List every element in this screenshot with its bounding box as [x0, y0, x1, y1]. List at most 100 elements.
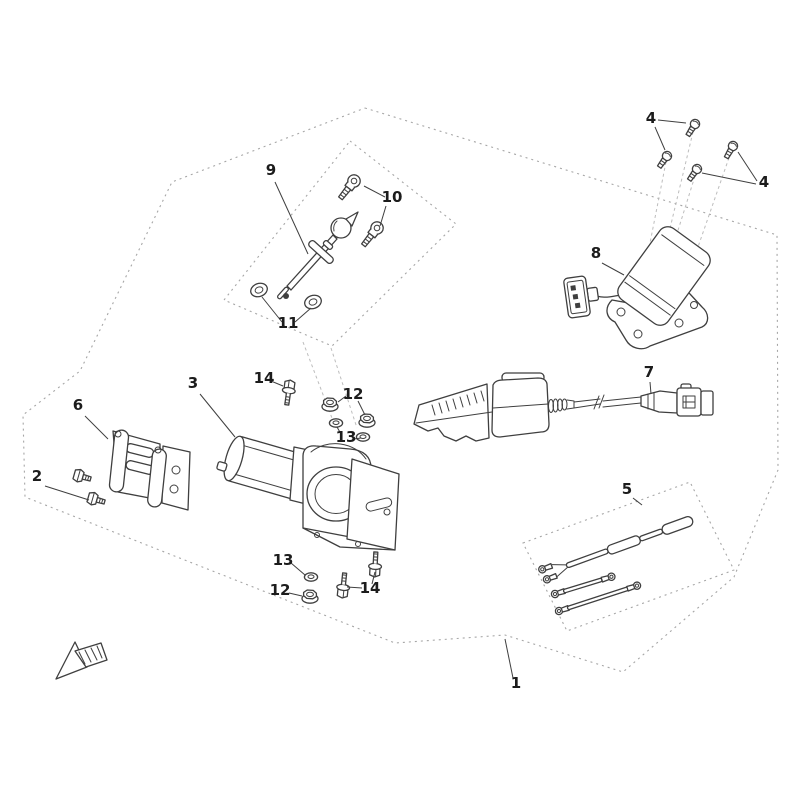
leader-12a: [337, 395, 347, 403]
leader-5: [632, 497, 643, 506]
switch-body: [491, 377, 550, 438]
winch-motor: [216, 435, 307, 500]
screw: [721, 139, 740, 161]
callout-14: 14: [360, 579, 381, 597]
leader-8: [601, 262, 625, 276]
leader-13a: [353, 437, 362, 440]
contactor-connector: [563, 275, 600, 319]
leader-6: [84, 415, 109, 440]
callout-2: 2: [32, 467, 42, 485]
motor-terminal: [216, 461, 228, 472]
connector-face: [566, 279, 588, 315]
long-cable: [537, 516, 694, 585]
motor-shading: [235, 474, 296, 493]
contactor-band: [624, 281, 671, 316]
callout-labels: 1 2 3 4 4 5 6 7 8 9 10 11 12 12 13 13 14…: [32, 109, 769, 692]
washer: [355, 432, 371, 442]
leader-11: [294, 307, 312, 323]
callout-5: 5: [622, 480, 632, 498]
flange-hole: [616, 307, 626, 317]
flange-nut: [321, 397, 339, 412]
connector-end-cap: [700, 390, 714, 416]
leader-12b: [288, 592, 303, 597]
flange-bolt: [367, 551, 383, 578]
leader-10: [363, 185, 386, 198]
washer-outer: [250, 282, 268, 298]
grip-seam: [415, 411, 493, 424]
contactor-top-seam: [661, 234, 705, 266]
leader-3: [199, 393, 236, 438]
callout-13: 13: [336, 428, 357, 446]
plate-hole: [171, 465, 181, 475]
callout-11: 11: [278, 314, 299, 332]
leader-7: [649, 381, 652, 395]
callout-4: 4: [759, 173, 769, 191]
cable-branch: [551, 564, 568, 578]
vertical-roller: [108, 429, 130, 493]
short-cable: [553, 580, 643, 617]
leader-11: [261, 296, 283, 323]
callout-7: 7: [644, 363, 654, 381]
cable-boot: [661, 516, 694, 535]
connector-boot: [640, 390, 678, 414]
knob-ball-detail: [333, 220, 338, 232]
motor-end-cap: [223, 435, 245, 482]
plate-hole: [169, 484, 179, 494]
drum-strap: [310, 443, 367, 460]
cable-wire: [562, 577, 603, 594]
knob-screw: [334, 171, 364, 203]
roller-fairlead: [108, 429, 191, 511]
connector-pin: [574, 302, 581, 309]
vertical-roller: [147, 448, 167, 508]
pin-head: [283, 293, 289, 299]
leader-13b: [290, 562, 306, 576]
washer: [250, 282, 268, 298]
callout-10: 10: [382, 188, 403, 206]
flange-hole: [674, 318, 684, 328]
washer-bore: [254, 286, 264, 294]
knob-shaft: [286, 234, 338, 291]
cable-break-marks: [593, 394, 605, 410]
ring-terminal: [600, 571, 617, 584]
battery-cable-kit: [537, 516, 694, 617]
grip-outline: [413, 383, 490, 442]
callout-1: 1: [511, 674, 521, 692]
leader-12a: [357, 400, 366, 416]
flange-bolt: [335, 571, 352, 600]
cable-wire: [639, 528, 664, 542]
body-seam: [492, 403, 549, 409]
callout-9: 9: [266, 161, 276, 179]
knob-plate: [308, 239, 334, 265]
washer-outer: [304, 294, 322, 310]
contactor-band: [629, 275, 676, 310]
contactor-relay: [563, 226, 711, 350]
grip-ribs: [431, 390, 485, 416]
cable-wire: [566, 586, 630, 611]
leader-14b: [371, 571, 376, 585]
roller-pin: [114, 430, 122, 438]
leader-4b: [737, 151, 758, 182]
callout-4: 4: [646, 109, 656, 127]
cable-coil: [548, 398, 575, 413]
leader-14a: [270, 380, 284, 387]
cable-boot: [606, 535, 641, 555]
knob-screw: [357, 218, 387, 250]
flange-bolt: [279, 378, 298, 407]
leader-13a: [336, 426, 342, 435]
leader-1: [504, 638, 514, 679]
clutch-slot: [365, 497, 393, 512]
leader-4a: [657, 119, 687, 124]
cable-line: [602, 396, 642, 408]
contactor-body-outline: [617, 226, 711, 326]
bolt: [85, 490, 107, 509]
washer-bore: [308, 298, 318, 306]
callout-6: 6: [73, 396, 83, 414]
ring-terminal: [625, 580, 643, 593]
alignment-line: [330, 347, 358, 429]
knob-tip: [345, 211, 359, 227]
arrow-hatching: [78, 645, 103, 665]
flange-nut: [301, 589, 319, 604]
leader-lines: [44, 119, 758, 679]
